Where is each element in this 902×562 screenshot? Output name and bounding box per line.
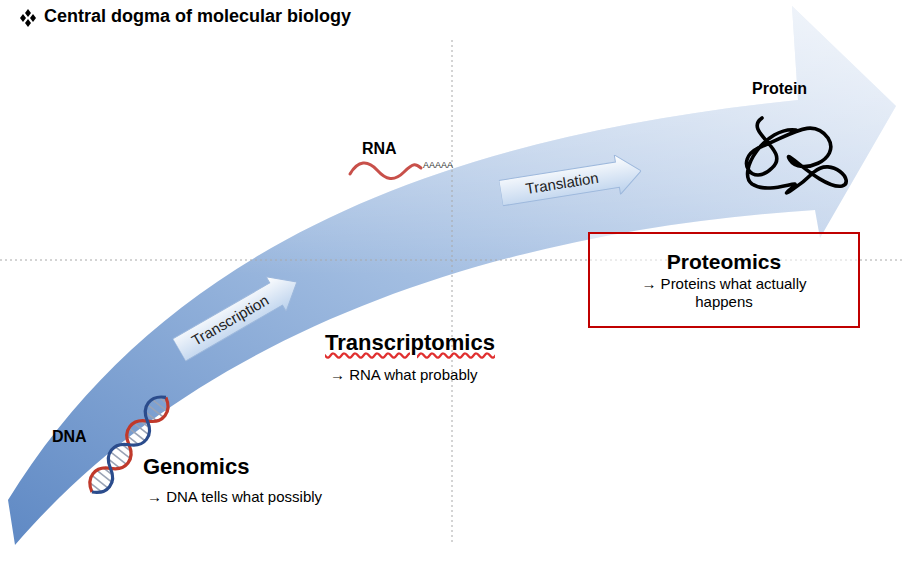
polya-tail-label: AAAAA [423,160,453,170]
rna-strand [350,163,421,179]
process-arrow: Translation [498,151,645,213]
guide-line [452,40,453,545]
molecule-label: Protein [752,80,807,98]
field-heading: Transcriptomics [325,330,495,355]
box-body: → Proteins what actually happens [622,275,827,311]
protein-scribble [747,118,847,193]
molecule-label: RNA [362,140,397,158]
diagram-title: Central dogma of molecular biology [44,6,351,27]
process-arrow: Transcription [169,265,307,368]
field-heading: Genomics [143,454,249,479]
dna-helix [83,391,174,499]
field-note: → RNA what probably [330,366,478,383]
flow-band-highlight [8,6,896,545]
block-arrow-outline [498,151,645,213]
block-arrow-outline [169,265,307,368]
title-bullet [20,9,36,27]
molecule-label: DNA [52,428,87,446]
highlight-box: Proteomics→ Proteins what actually happe… [588,232,860,328]
box-heading: Proteomics [667,249,781,274]
arrow-label: Transcription [188,291,272,350]
field-note: → DNA tells what possibly [147,488,322,505]
flow-band-arrow [8,6,896,545]
